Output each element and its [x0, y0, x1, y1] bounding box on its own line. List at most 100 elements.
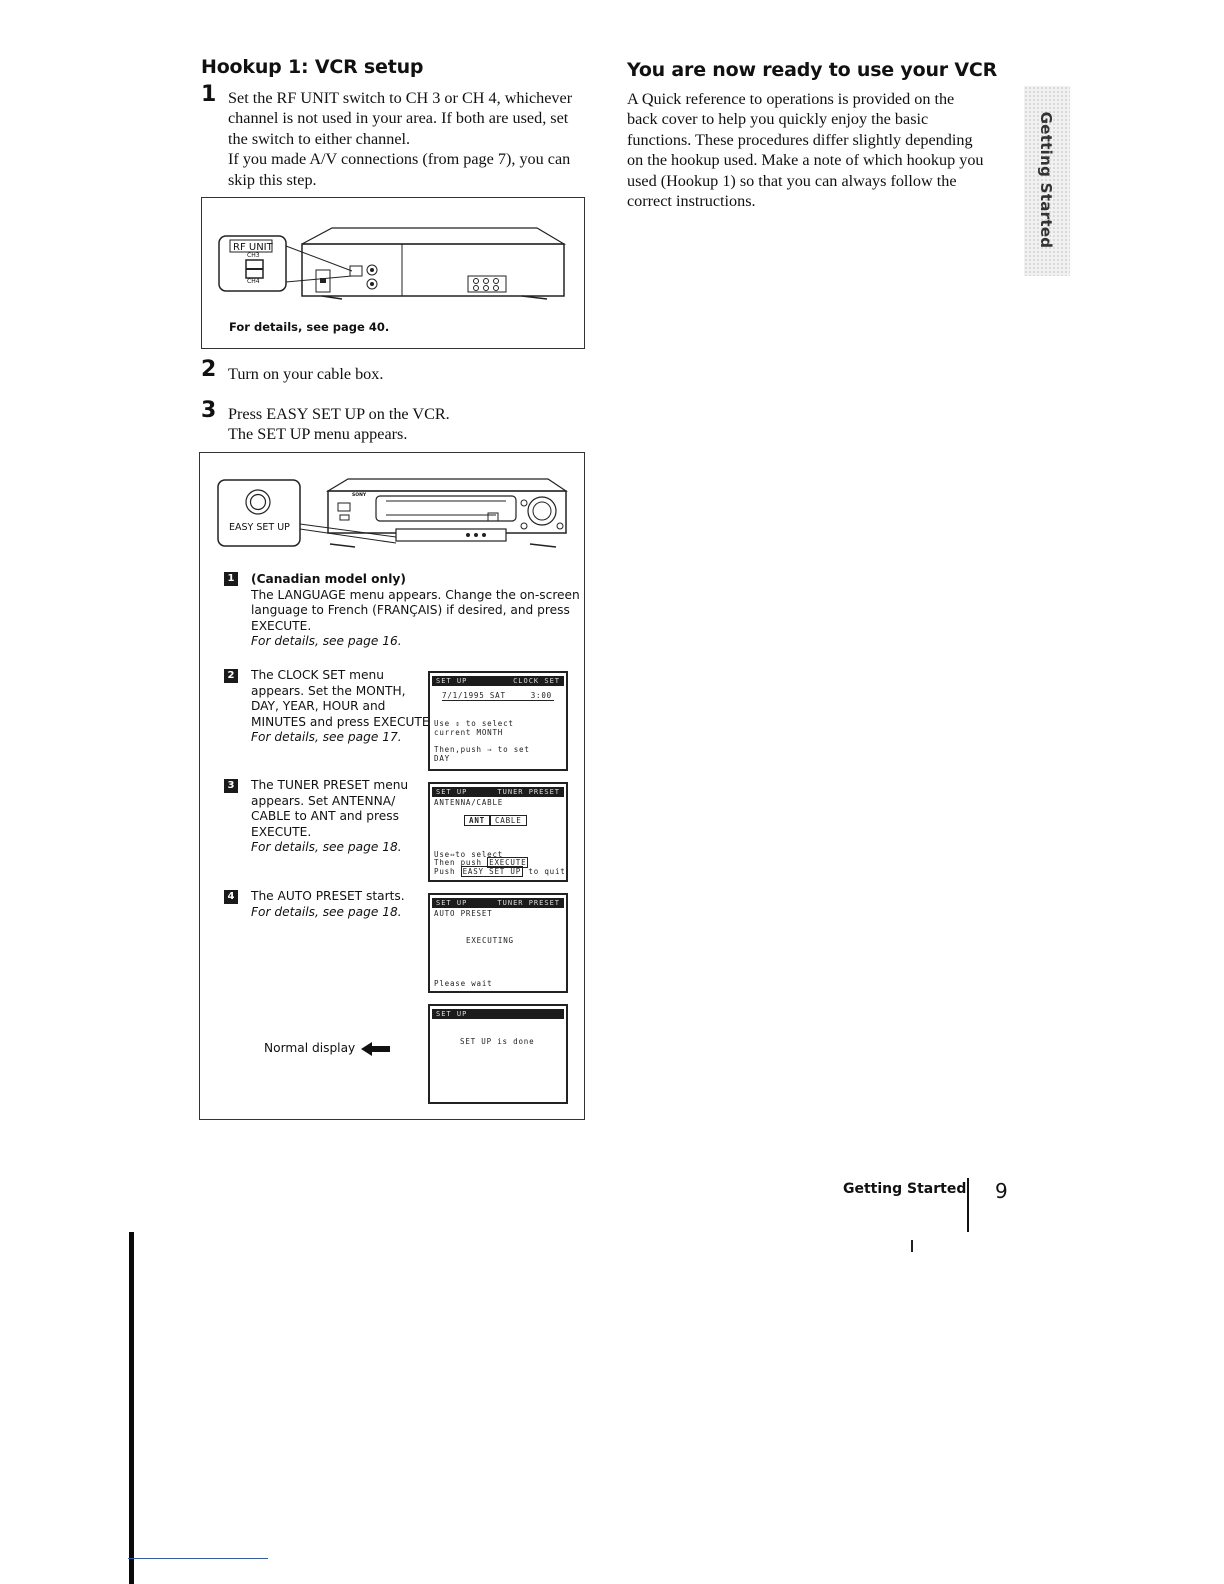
clock-date-row: 7/1/1995 SAT 3:00 [442, 691, 554, 701]
setup-done-message: SET UP is done [460, 1037, 535, 1046]
auto-preset-screen: SET UP TUNER PRESET AUTO PRESET EXECUTIN… [428, 893, 568, 993]
screen-footer: Please wait [434, 979, 493, 988]
scan-edge-line [128, 1558, 268, 1559]
step-1-text: Set the RF UNIT switch to CH 3 or CH 4, … [228, 88, 572, 190]
step-3-text: Press EASY SET UP on the VCR. The SET UP… [228, 404, 450, 445]
screen-title: SET UP [436, 899, 468, 907]
ready-paragraph: A Quick reference to operations is provi… [627, 89, 984, 211]
easy-setup-key-label: EASY SET UP [460, 866, 524, 877]
substep-1-text: (Canadian model only) The LANGUAGE menu … [251, 572, 580, 650]
paragraph-line: correct instructions. [627, 192, 756, 211]
step-1-line: skip this step. [228, 170, 317, 189]
screen-instruction: current MONTH [434, 728, 504, 737]
paragraph-line: A Quick reference to operations is provi… [627, 90, 955, 108]
clock-date: 7/1/1995 SAT [442, 691, 506, 700]
arrow-left-icon [361, 1042, 390, 1056]
substep-details: For details, see page 17. [251, 730, 402, 745]
easy-setup-figure: SONY EASY SET UP 1 (Canadian model only)… [199, 452, 585, 1120]
easy-setup-button-label: EASY SET UP [229, 522, 290, 533]
footer-divider [967, 1178, 969, 1232]
execute-key-label: EXECUTE [487, 857, 529, 868]
screen-title-bar: SET UP [432, 1009, 564, 1019]
instruction-text: to quit [528, 867, 566, 876]
option-ant: ANT [464, 815, 490, 826]
substep-details: For details, see page 18. [251, 840, 402, 855]
screen-instruction: Use ⇕ to select [434, 719, 514, 728]
vcr-front-illustration [217, 478, 568, 548]
substep-3-text: The TUNER PRESET menu appears. Set ANTEN… [251, 778, 408, 856]
clock-time: 3:00 [530, 691, 552, 700]
option-cable: CABLE [489, 815, 527, 826]
step-2-text: Turn on your cable box. [228, 365, 384, 383]
substep-line: CABLE to ANT and press [251, 809, 399, 824]
clock-set-screen: SET UP CLOCK SET 7/1/1995 SAT 3:00 Use ⇕… [428, 671, 568, 771]
paragraph-line: functions. These procedures differ sligh… [627, 130, 973, 149]
substep-line: The TUNER PRESET menu [251, 778, 409, 792]
rf-unit-figure: RF UNIT CH3 CH4 For details, see page 40… [201, 197, 585, 349]
substep-4-text: The AUTO PRESET starts. For details, see… [251, 889, 405, 920]
substep-line: EXECUTE. [251, 618, 312, 633]
step-3-line: Press EASY SET UP on the VCR. [228, 405, 450, 423]
executing-status: EXECUTING [466, 936, 514, 945]
paragraph-line: back cover to help you quickly enjoy the… [627, 110, 929, 129]
normal-display-label: Normal display [264, 1041, 356, 1055]
step-1-line: If you made A/V connections (from page 7… [228, 150, 571, 169]
substep-line: The AUTO PRESET starts. [251, 889, 405, 903]
instruction-text: Push [434, 867, 456, 876]
screen-instruction: Push EASY SET UP to quit [434, 866, 566, 877]
step-1-line: the switch to either channel. [228, 129, 411, 148]
substep-line: The CLOCK SET menu [251, 668, 384, 682]
ch3-label: CH3 [247, 252, 260, 259]
scan-binding-edge [129, 1232, 134, 1584]
screen-heading: ANTENNA/CABLE [434, 798, 504, 807]
setup-done-screen: SET UP SET UP is done [428, 1004, 568, 1104]
paragraph-line: on the hookup used. Make a note of which… [627, 151, 984, 170]
screen-title-bar: SET UP TUNER PRESET [432, 898, 564, 908]
substep-line: DAY, YEAR, HOUR and [251, 699, 386, 714]
ch4-label: CH4 [247, 278, 260, 285]
step-1-line: Set the RF UNIT switch to CH 3 or CH 4, … [228, 89, 573, 107]
brand-logo: SONY [352, 493, 367, 498]
step-number-2: 2 [201, 357, 217, 382]
substep-number-1: 1 [224, 572, 238, 586]
screen-title-bar: SET UP CLOCK SET [432, 676, 564, 686]
substep-number-4: 4 [224, 890, 238, 904]
section-heading-hookup: Hookup 1: VCR setup [201, 56, 424, 78]
screen-title: SET UP [436, 788, 468, 796]
substep-line: The LANGUAGE menu appears. Change the on… [251, 587, 580, 602]
side-section-tab [1024, 86, 1070, 276]
substep-2-text: The CLOCK SET menu appears. Set the MONT… [251, 668, 433, 746]
substep-details: For details, see page 16. [251, 634, 402, 649]
step-3-line: The SET UP menu appears. [228, 425, 408, 444]
side-tab-label: Getting Started [1037, 111, 1055, 249]
screen-title: SET UP [436, 1010, 468, 1018]
screen-instruction: DAY [434, 754, 450, 763]
substep-line: EXECUTE. [251, 824, 312, 839]
screen-instruction: Then,push ⇒ to set [434, 745, 530, 754]
screen-instruction: Then push EXECUTE [434, 857, 529, 868]
substep-details: For details, see page 18. [251, 904, 402, 919]
rf-unit-label: RF UNIT [233, 242, 273, 253]
screen-title: SET UP [436, 677, 468, 685]
screen-title-bar: SET UP TUNER PRESET [432, 787, 564, 797]
substep-number-2: 2 [224, 669, 238, 683]
instruction-text: Then push [434, 858, 482, 867]
scan-mark [911, 1240, 913, 1252]
screen-instruction: Use⇔to select [434, 850, 504, 859]
step-number-1: 1 [201, 82, 217, 107]
screen-subtitle: TUNER PRESET [497, 899, 560, 907]
step-number-3: 3 [201, 398, 217, 423]
substep-line: language to French (FRANÇAIS) if desired… [251, 603, 570, 618]
figure-caption: For details, see page 40. [229, 320, 390, 334]
page-number: 9 [995, 1179, 1008, 1203]
substep-number-3: 3 [224, 779, 238, 793]
footer-section-name: Getting Started [843, 1181, 967, 1197]
paragraph-line: used (Hookup 1) so that you can always f… [627, 171, 957, 190]
substep-line: MINUTES and press EXECUTE. [251, 714, 434, 729]
vcr-rear-illustration [218, 227, 567, 300]
substep-line: appears. Set ANTENNA/ [251, 793, 396, 808]
step-1-line: channel is not used in your area. If bot… [228, 109, 569, 128]
substep-line: (Canadian model only) [251, 572, 406, 586]
